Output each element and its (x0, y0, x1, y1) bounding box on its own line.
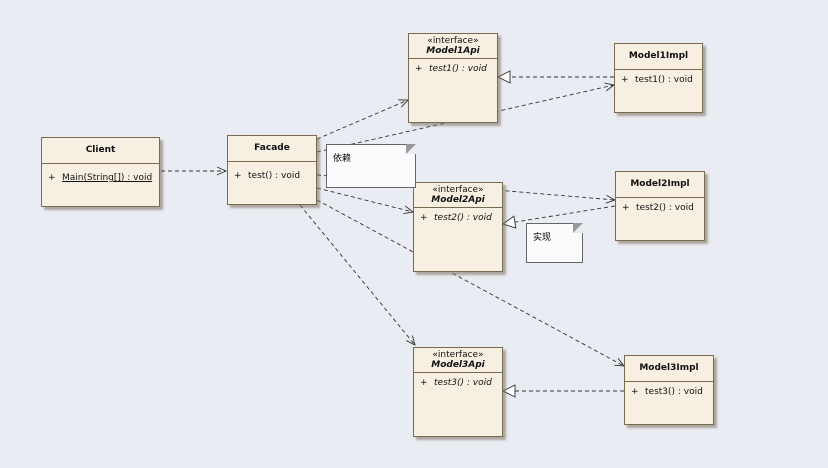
interface-model3api[interactable]: «interface» Model3Api + test3() : void (413, 347, 503, 437)
visibility-marker: + (234, 171, 242, 181)
stereotype-label: «interface» (432, 350, 484, 360)
class-header: Facade (228, 136, 316, 162)
class-name: Facade (254, 143, 290, 153)
class-client[interactable]: Client + Main(String[]) : void (41, 137, 160, 207)
class-header: «interface» Model3Api (414, 348, 502, 373)
class-name: Model1Impl (628, 51, 689, 61)
note-dependency[interactable]: 依赖 (326, 144, 416, 188)
operation: + test1() : void (615, 70, 702, 86)
operation-signature: test2() : void (636, 203, 694, 213)
facade-model3api-dependency (299, 204, 415, 345)
class-header: «interface» Model1Api (409, 34, 497, 59)
class-model1impl[interactable]: Model1Impl + test1() : void (614, 43, 703, 113)
note-fold-corner (573, 223, 583, 233)
class-facade[interactable]: Facade + test() : void (227, 135, 317, 205)
operation-signature: test2() : void (434, 213, 492, 223)
class-header: «interface» Model2Api (414, 183, 502, 208)
class-model3impl[interactable]: Model3Impl + test3() : void (624, 355, 714, 425)
class-name: Model2Api (431, 195, 485, 205)
facade-model3impl-dependency (316, 199, 624, 366)
operation-signature: test3() : void (645, 387, 703, 397)
facade-model1impl-dependency (316, 85, 614, 153)
visibility-marker: + (420, 378, 428, 388)
visibility-marker: + (631, 387, 639, 397)
note-text: 依赖 (333, 154, 352, 164)
note-realization[interactable]: 实现 (526, 223, 583, 263)
class-name: Model3Impl (639, 363, 699, 373)
operation: + test() : void (228, 162, 316, 182)
visibility-marker: + (415, 64, 423, 74)
class-model2impl[interactable]: Model2Impl + test2() : void (615, 171, 705, 241)
class-header: Client (42, 138, 159, 164)
stereotype-label: «interface» (432, 185, 484, 195)
operation: + test3() : void (625, 382, 713, 398)
facade-model1api-dependency (316, 100, 408, 140)
operation: + test2() : void (616, 198, 704, 214)
operation: + test1() : void (409, 59, 497, 75)
class-name: Model3Api (431, 360, 485, 370)
class-header: Model3Impl (625, 356, 713, 382)
interface-model2api[interactable]: «interface» Model2Api + test2() : void (413, 182, 503, 272)
operation-signature: test3() : void (434, 378, 492, 388)
note-fold-corner (406, 144, 416, 154)
operation-signature: test1() : void (429, 64, 487, 74)
operation-signature: Main(String[]) : void (62, 173, 153, 183)
class-header: Model1Impl (615, 44, 702, 70)
interface-model1api[interactable]: «interface» Model1Api + test1() : void (408, 33, 498, 123)
class-name: Client (85, 145, 116, 155)
model2impl-realizes-model2api (502, 205, 616, 229)
facade-model2api-dependency (316, 187, 413, 212)
visibility-marker: + (420, 213, 428, 223)
class-name: Model2Impl (630, 179, 690, 189)
operation-signature: test() : void (248, 171, 301, 181)
operation-signature: test1() : void (635, 75, 693, 85)
visibility-marker: + (621, 75, 629, 85)
class-header: Model2Impl (616, 172, 704, 198)
stereotype-label: «interface» (427, 36, 479, 46)
operation: + Main(String[]) : void (42, 164, 159, 184)
visibility-marker: + (622, 203, 630, 213)
visibility-marker: + (48, 173, 56, 183)
class-name: Model1Api (426, 46, 480, 56)
operation: + test3() : void (414, 373, 502, 389)
note-text: 实现 (533, 233, 552, 243)
operation: + test2() : void (414, 208, 502, 224)
